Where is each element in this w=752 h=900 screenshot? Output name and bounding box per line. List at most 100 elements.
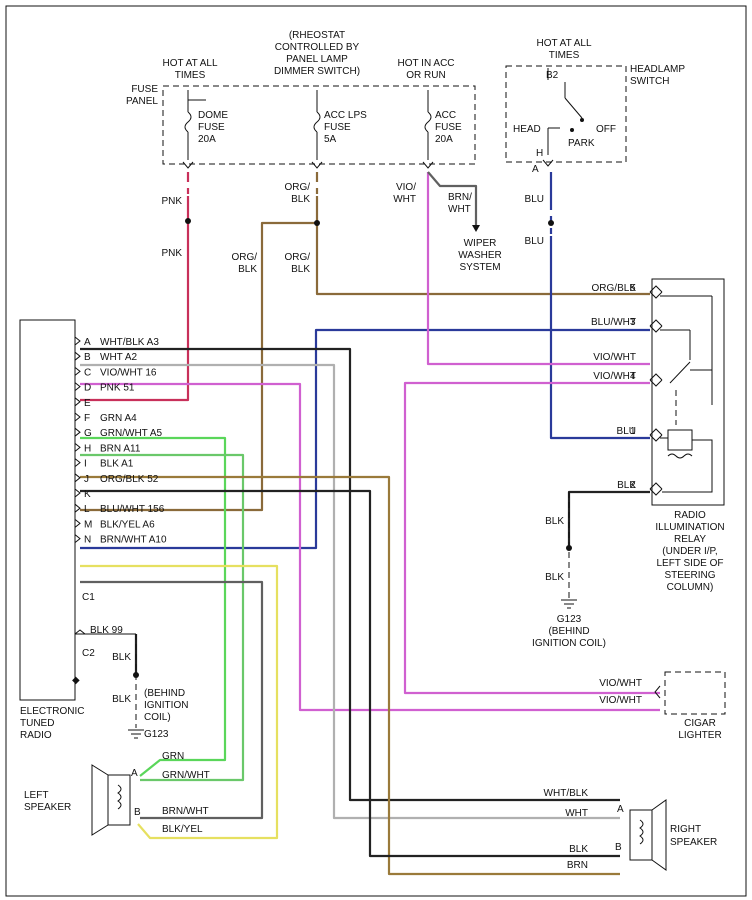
hot-acc-l1: HOT IN ACC	[397, 58, 454, 69]
wire-vio-wht-relay	[426, 172, 650, 366]
radio-name-l3: RADIO	[20, 730, 52, 741]
electronic-tuned-radio	[19, 319, 76, 701]
radio-pin-letter: C	[84, 367, 91, 378]
radio-pin-connector	[74, 336, 81, 346]
radio-pin-letter: B	[84, 352, 91, 363]
wire-blk	[80, 489, 620, 858]
ls-brn-wht: BRN/WHT	[162, 806, 209, 817]
ls-a: A	[131, 768, 138, 779]
blk99-label: BLK 99	[90, 625, 123, 636]
relay-pin-number: 5	[630, 283, 636, 294]
radio-pin-connector	[74, 443, 81, 452]
rheostat-l4: DIMMER SWITCH)	[274, 66, 360, 77]
rs-wht-blk: WHT/BLK	[544, 788, 589, 799]
radio-pin-label: BLK A1	[100, 459, 134, 470]
radio-pin-connector	[74, 351, 81, 361]
off-label: OFF	[596, 124, 616, 135]
radio-pin-connector	[74, 473, 81, 483]
headlamp-switch-l2: SWITCH	[630, 76, 669, 87]
relay-pin-connector	[649, 373, 663, 387]
wiper-l3: SYSTEM	[459, 262, 500, 273]
brn-wht-l1: BRN/	[448, 192, 472, 203]
cigar-lighter	[664, 671, 726, 715]
relay-g123-l3: IGNITION COIL)	[532, 638, 606, 649]
radio-pin-letter: A	[84, 337, 91, 348]
head-label: HEAD	[513, 124, 541, 135]
wire-org-blk-relay	[315, 172, 650, 296]
wire-vio-wht-cigar	[403, 381, 660, 695]
wiper-arrow	[472, 225, 480, 232]
relay-pin-number: 3	[630, 317, 636, 328]
right-speaker-l1: RIGHT	[670, 824, 701, 835]
right-speaker-l2: SPEAKER	[670, 837, 717, 848]
radio-pin-label: PNK 51	[100, 383, 135, 394]
blu-label-2: BLU	[525, 236, 544, 247]
radio-labels: C1 C2 BLK 99 BLK BLK (BEHIND IGNITION CO…	[20, 592, 188, 741]
behind-l3: COIL)	[144, 712, 171, 723]
radio-blk-b: BLK	[112, 694, 131, 705]
cigar-vio-1: VIO/WHT	[599, 678, 642, 689]
radio-pin-connector	[74, 458, 81, 467]
wire-blu-wht	[80, 328, 650, 550]
rheostat-l2: CONTROLLED BY	[275, 42, 360, 53]
relay-pin-label: BLK	[617, 480, 636, 491]
org-blk-2-l2: BLK	[238, 264, 257, 275]
relay-pin-label: ORG/BLK	[592, 283, 637, 294]
radio-pin-label: BRN/WHT A10	[100, 535, 167, 546]
c2-connector	[74, 629, 86, 635]
left-speaker-l1: LEFT	[24, 790, 48, 801]
diagram-border	[5, 5, 747, 897]
radio-pin-connector	[74, 534, 81, 543]
radio-ground-symbol	[128, 729, 144, 739]
left-speaker-labels: LEFT SPEAKER GRN GRN/WHT BRN/WHT BLK/YEL…	[24, 751, 210, 835]
rs-blk: BLK	[569, 844, 588, 855]
radio-illumination-relay	[651, 278, 725, 506]
relay-labels: RADIO ILLUMINATION RELAY (UNDER I/P, LEF…	[532, 510, 725, 649]
relay-pin-connector	[649, 319, 663, 333]
right-speaker-symbol	[629, 799, 667, 871]
dome-fuse-symbol	[184, 90, 206, 160]
org-blk-1-l2: BLK	[291, 194, 310, 205]
radio-pin-connector	[74, 397, 81, 407]
radio-pin-letter: J	[84, 474, 89, 485]
acc-lps-fuse-l1: ACC LPS	[324, 110, 367, 121]
radio-pin-letter: I	[84, 459, 87, 470]
org-blk-3-l1: ORG/	[284, 252, 310, 263]
wire-layer	[80, 171, 660, 876]
a-label: A	[532, 164, 539, 175]
ls-grn: GRN	[162, 751, 184, 762]
fuse-panel-l2: PANEL	[126, 96, 158, 107]
cigar-name-l2: LIGHTER	[678, 730, 721, 741]
vio-wht-l1: VIO/	[396, 182, 416, 193]
wire-relay-blk	[567, 490, 650, 548]
relay-pin-label: VIO/WHT	[593, 352, 636, 363]
wire-grn	[80, 436, 227, 777]
wire-brn	[80, 475, 620, 876]
wire-blk-yel	[80, 564, 279, 840]
radio-blk-a: BLK	[112, 652, 131, 663]
ls-grn-wht: GRN/WHT	[162, 770, 210, 781]
headlamp-switch-box	[505, 65, 627, 163]
wire-grn-wht	[80, 453, 245, 782]
rheostat-l1: (RHEOSTAT	[289, 30, 345, 41]
acc-lps-fuse-l3: 5A	[324, 134, 337, 145]
relay-pin-number: 2	[630, 480, 636, 491]
blu-label-1: BLU	[525, 194, 544, 205]
relay-pin-number: 1	[630, 426, 636, 437]
acc-lps-fuse-l2: FUSE	[324, 122, 351, 133]
relay-name-l4: (UNDER I/P,	[662, 546, 717, 557]
brn-wht-l2: WHT	[448, 204, 471, 215]
radio-pin-label: WHT A2	[100, 352, 137, 363]
hot-all-times-1-l1: HOT AT ALL	[162, 58, 217, 69]
radio-pin-label: GRN A4	[100, 413, 137, 424]
relay-pin-label: VIO/WHT	[593, 371, 636, 382]
ls-blk-yel: BLK/YEL	[162, 824, 203, 835]
relay-pin-connector	[649, 428, 663, 442]
behind-l1: (BEHIND	[144, 688, 185, 699]
relay-name-l6: STEERING	[664, 570, 715, 581]
radio-pin-connector	[74, 503, 81, 513]
radio-name-l1: ELECTRONIC	[20, 706, 84, 717]
hot-all-times-1-l2: TIMES	[175, 70, 206, 81]
acc-fuse-l1: ACC	[435, 110, 456, 121]
relay-g123-l1: G123	[557, 614, 582, 625]
